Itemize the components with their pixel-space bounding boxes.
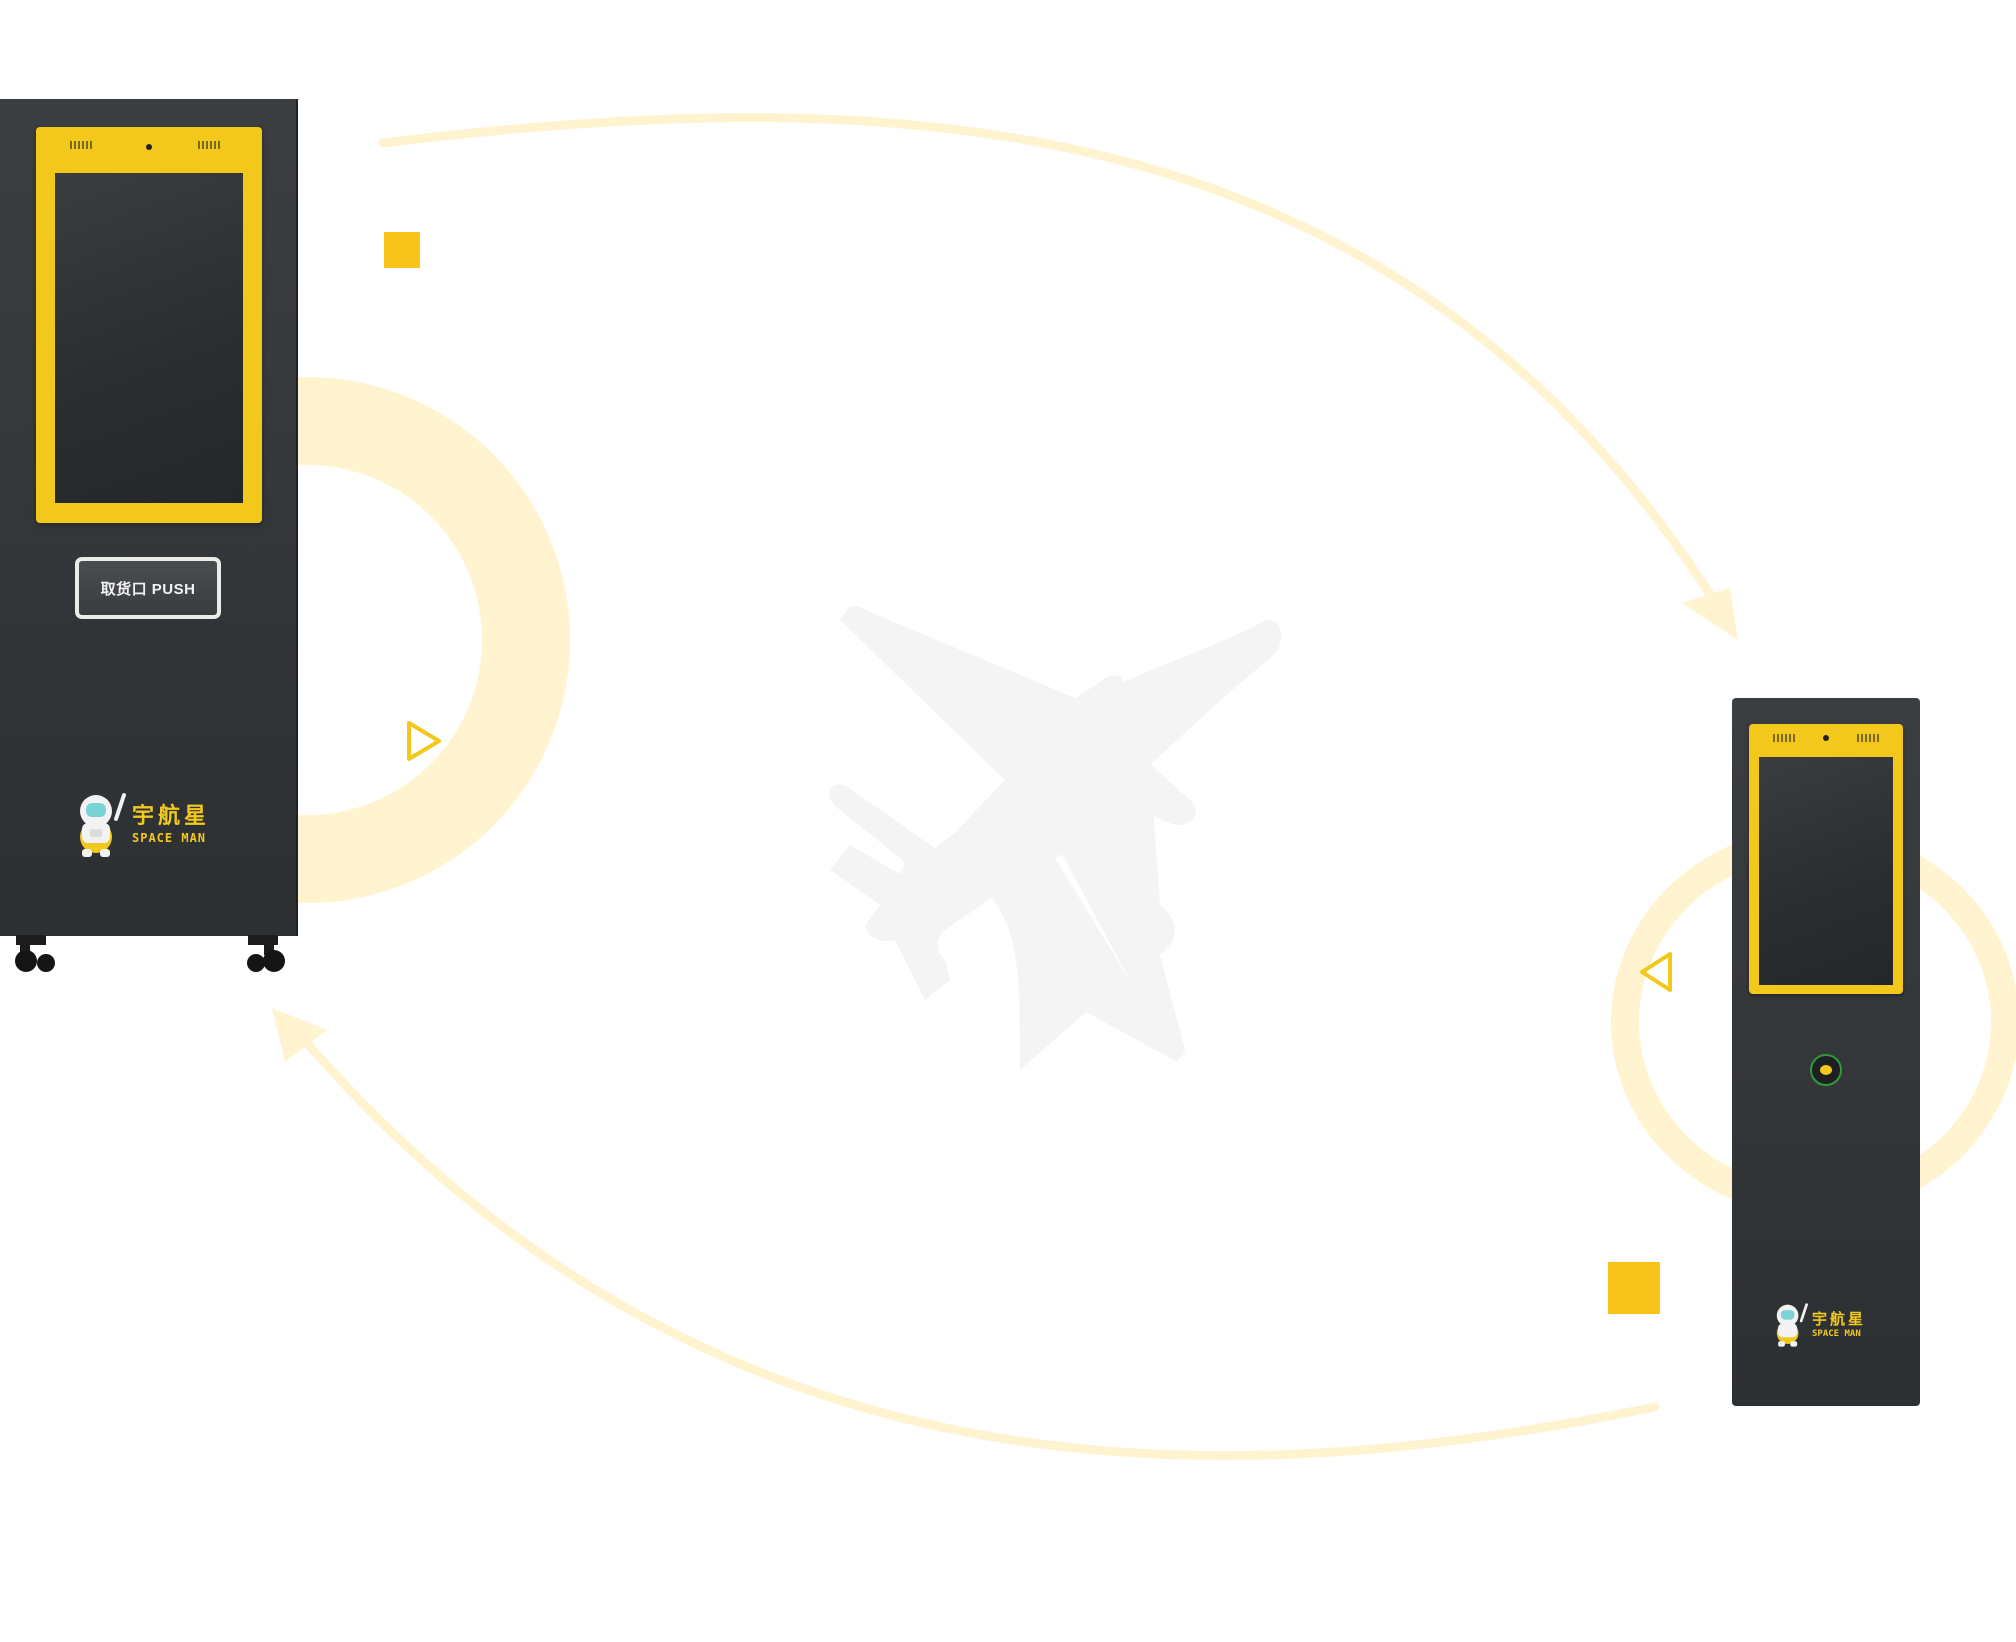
- logo-chinese-text: 宇航星: [132, 804, 211, 829]
- logo-english-text: SPACE MAN: [1812, 1328, 1861, 1339]
- right-touch-screen[interactable]: [1759, 757, 1893, 985]
- scanner-lens: [1820, 1065, 1832, 1075]
- spaceman-logo: 宇航星 SPACE MAN: [70, 789, 210, 861]
- pickup-port[interactable]: 取货口 PUSH: [75, 557, 221, 619]
- code-scanner[interactable]: [1810, 1054, 1842, 1086]
- right-kiosk: 宇航星 SPACE MAN: [1732, 698, 1922, 1408]
- airplane-silhouette: [830, 607, 1280, 1059]
- spaceman-logo-small: 宇航星 SPACE MAN: [1770, 1300, 1866, 1350]
- logo-english-text: SPACE MAN: [132, 831, 207, 845]
- left-wheel: [15, 935, 55, 972]
- speaker-grille-right: [1857, 734, 1879, 742]
- camera-dot: [146, 144, 152, 150]
- camera-dot: [1823, 735, 1829, 741]
- top-curved-arrow: [378, 113, 1738, 640]
- play-triangle-icon: [407, 721, 441, 761]
- speaker-grille-left: [70, 141, 94, 149]
- left-touch-screen[interactable]: [55, 173, 243, 503]
- right-wheel: [247, 935, 285, 972]
- logo-chinese-text: 宇航星: [1812, 1309, 1867, 1328]
- astronaut-mascot-icon: [80, 793, 126, 857]
- left-vending-machine: 取货口 PUSH 宇航星 SPACE MAN: [0, 99, 300, 979]
- astronaut-mascot-icon: [1776, 1303, 1808, 1347]
- reverse-triangle-icon: [1640, 952, 1672, 992]
- pickup-port-label: 取货口 PUSH: [100, 580, 196, 598]
- bottom-curved-arrow: [272, 1008, 1660, 1461]
- decor-square-top: [384, 232, 420, 268]
- speaker-grille-left: [1773, 734, 1795, 742]
- speaker-grille-right: [198, 141, 222, 149]
- decor-square-bottom: [1608, 1262, 1660, 1314]
- right-screen-frame: [1749, 724, 1903, 994]
- left-screen-frame: [36, 127, 262, 523]
